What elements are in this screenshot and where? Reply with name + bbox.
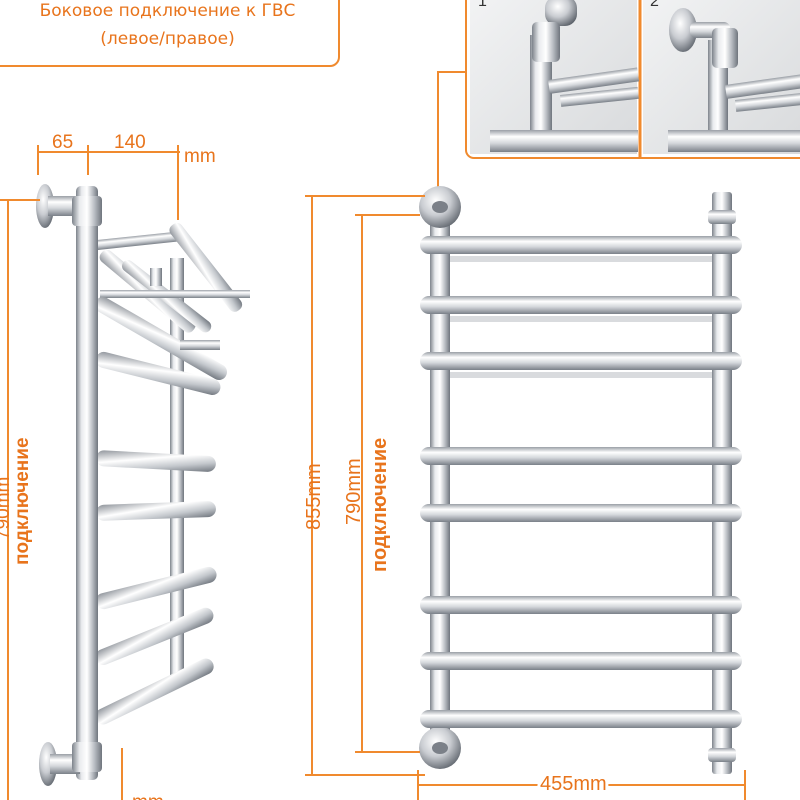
side-dim-connection-label: подключение bbox=[12, 437, 33, 565]
front-dim-width: 455mm bbox=[540, 773, 607, 795]
inset-2-label: 2 bbox=[650, 0, 659, 10]
leader-line-inset bbox=[437, 71, 466, 188]
connection-callout-box bbox=[0, 0, 340, 67]
side-dim-height: 790mm bbox=[0, 477, 14, 540]
front-dim-total-height: 855mm bbox=[303, 463, 325, 530]
front-dim-connection-label: подключение bbox=[369, 438, 391, 572]
front-dim-connection-height: 790mm bbox=[343, 458, 365, 525]
side-dim-unit: mm bbox=[184, 146, 216, 167]
side-view-dimensions bbox=[0, 145, 180, 800]
inset-1-label: 1 bbox=[478, 0, 487, 10]
front-view-dimensions bbox=[305, 195, 746, 800]
side-view-rail bbox=[36, 184, 250, 786]
front-view-rail bbox=[419, 186, 742, 774]
callout-title: Боковое подключение к ГВС bbox=[39, 1, 296, 21]
callout-subtitle: (левое/правое) bbox=[100, 29, 235, 49]
side-dim-bottom-unit: mm bbox=[132, 792, 164, 800]
side-dim-wall: 65 bbox=[52, 132, 73, 153]
side-dim-depth: 140 bbox=[114, 132, 146, 153]
inset-panel bbox=[465, 0, 800, 159]
